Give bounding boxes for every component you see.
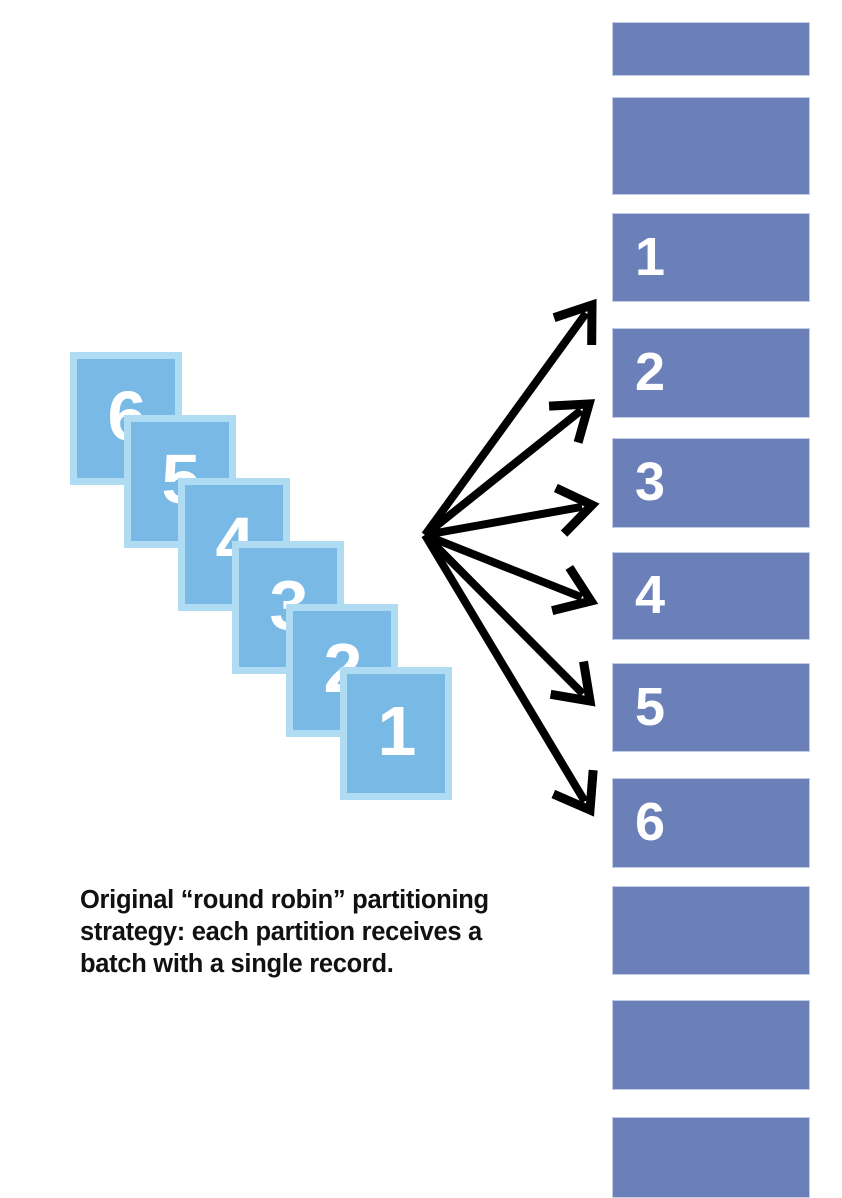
partition-label: 5 [635, 676, 665, 737]
arrow-to-partition-3 [424, 483, 600, 539]
arrow-to-partition-4 [423, 531, 599, 615]
partition-label: 3 [635, 451, 665, 512]
diagram-caption: Original “round robin” partitioning strat… [80, 884, 500, 980]
arrow-to-partition-1 [421, 298, 597, 538]
caption-line: strategy: each partition receives a [80, 918, 482, 947]
partition-bar-4: 4 [612, 552, 810, 640]
partition-bar-5: 5 [612, 663, 810, 752]
partition-bar-empty-8 [612, 886, 810, 975]
partition-label: 1 [635, 226, 665, 287]
partition-label: 6 [635, 791, 665, 852]
partition-label: 4 [635, 564, 665, 625]
partition-bar-empty-9 [612, 1000, 810, 1090]
partition-bar-1: 1 [612, 213, 810, 302]
partition-bar-3: 3 [612, 438, 810, 528]
record-card-label: 1 [377, 691, 417, 770]
partition-bar-empty-10 [612, 1117, 810, 1198]
partition-bar-6: 6 [612, 778, 810, 868]
partition-bar-empty-1 [612, 97, 810, 195]
caption-line: batch with a single record. [80, 950, 394, 979]
partition-label: 2 [635, 341, 665, 402]
record-card-1: 1 [340, 667, 452, 800]
caption-line: Original “round robin” partitioning [80, 886, 489, 914]
arrow-to-partition-2 [422, 399, 596, 539]
partition-bar-empty-0 [612, 22, 810, 76]
partition-bar-2: 2 [612, 328, 810, 418]
